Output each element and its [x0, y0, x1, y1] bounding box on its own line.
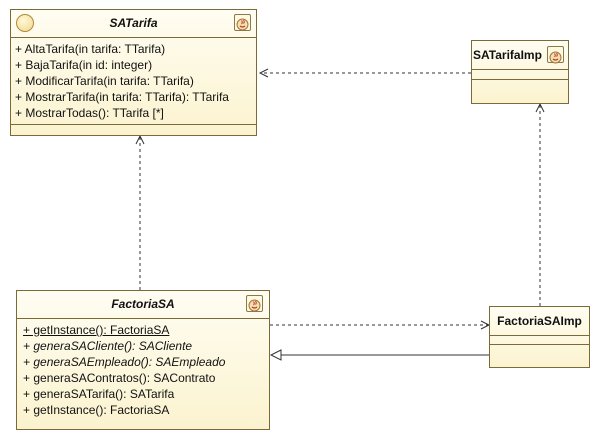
class-satarifaimp[interactable]: SATarifaImp: [471, 40, 569, 104]
operation: + generaSAEmpleado(): SAEmpleado: [23, 355, 226, 369]
java-class-icon: [547, 46, 564, 64]
arrowhead-satarifa-left: [258, 68, 269, 78]
operation: + MostrarTarifa(in tarifa: TTarifa): TTa…: [15, 90, 229, 104]
operation: + getInstance(): FactoriaSA: [23, 403, 170, 417]
class-divider: [490, 344, 589, 345]
operation: + MostrarTodas(): TTarifa [*]: [15, 106, 164, 120]
operations-list: + AltaTarifa(in tarifa: TTarifa) + BajaT…: [11, 38, 256, 121]
operation: + generaSAContratos(): SAContrato: [23, 371, 216, 385]
class-name: SATarifaImp: [473, 48, 542, 62]
operation: + generaSATarifa(): SATarifa: [23, 387, 175, 401]
class-name: FactoriaSAImp: [497, 314, 582, 328]
class-divider: [11, 124, 256, 125]
class-header: SATarifaImp: [472, 41, 568, 70]
class-divider: [472, 79, 568, 80]
arrowhead-satarifa-bottom: [135, 134, 145, 145]
arrowhead-satarifaimp-bottom: [535, 102, 545, 113]
operation: + generaSACliente(): SACliente: [23, 339, 193, 353]
operation: + ModificarTarifa(in tarifa: TTarifa): [15, 74, 194, 88]
class-factoriasa[interactable]: FactoriaSA + getInstance(): FactoriaSA +…: [16, 290, 270, 430]
class-factoriasaimp[interactable]: FactoriaSAImp: [489, 306, 590, 368]
operation: + getInstance(): FactoriaSA: [23, 323, 170, 337]
operation: + AltaTarifa(in tarifa: TTarifa): [15, 42, 166, 56]
class-header: FactoriaSA: [17, 291, 269, 319]
java-class-icon: [246, 295, 263, 312]
operations-list: + getInstance(): FactoriaSA + generaSACl…: [17, 319, 269, 418]
class-header: FactoriaSAImp: [490, 307, 589, 336]
java-class-icon: [234, 14, 251, 31]
class-name: SATarifa: [109, 16, 158, 30]
class-satarifa[interactable]: SATarifa + AltaTarifa(in tarifa: TTarifa…: [10, 9, 257, 136]
class-header: SATarifa: [11, 10, 256, 38]
generalization-triangle: [269, 349, 282, 361]
interface-circle-icon: [16, 14, 34, 32]
class-name: FactoriaSA: [111, 297, 175, 311]
operation: + BajaTarifa(in id: integer): [15, 58, 153, 72]
